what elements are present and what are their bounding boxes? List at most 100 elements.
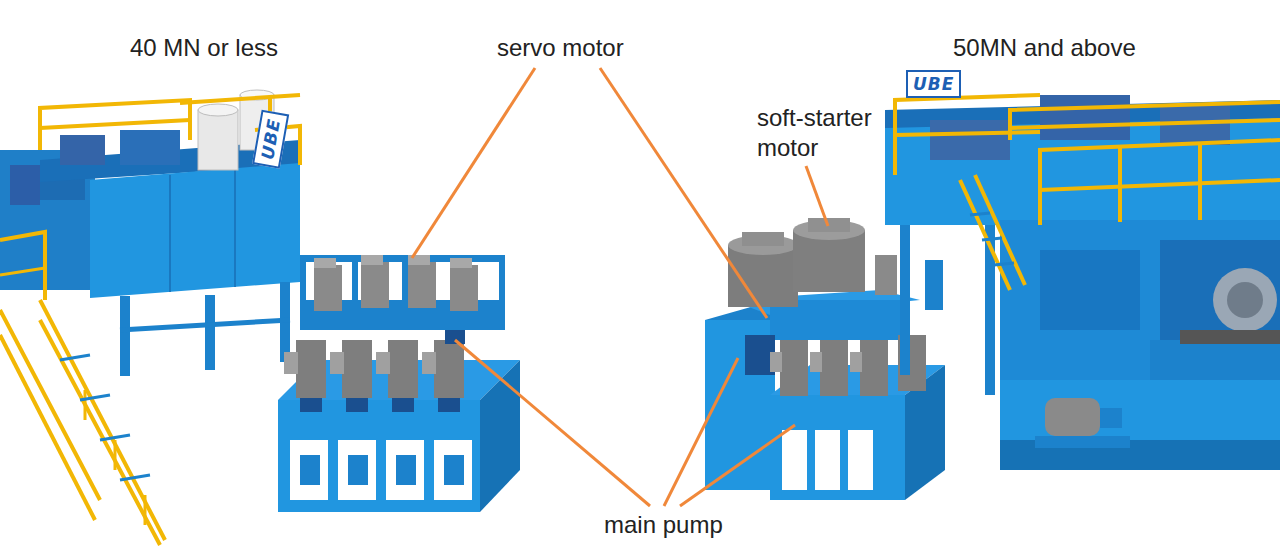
left-hydraulic-unit-part xyxy=(198,104,238,116)
left-railing-part xyxy=(0,310,100,500)
left-pump-skid-part-part xyxy=(450,265,478,311)
right-pump-unit-part-part xyxy=(860,340,888,396)
left-pump-skid-part xyxy=(290,440,472,500)
left-pump-skid-part-part xyxy=(444,455,464,485)
left-pump-skid-part xyxy=(499,262,505,330)
right-hydraulic-unit-part xyxy=(1040,250,1140,330)
right-pump-unit-part-part xyxy=(850,352,862,372)
right-hydraulic-unit-part xyxy=(1000,220,1280,380)
left-hydraulic-unit-part xyxy=(198,110,238,170)
left-pump-skid xyxy=(278,255,520,512)
left-pump-skid-part-part xyxy=(290,440,328,500)
right-hydraulic-unit-part xyxy=(930,120,1010,160)
left-stairs-part xyxy=(120,475,150,480)
left-pump-skid-part-part xyxy=(346,398,368,412)
left-pump-skid-part-part xyxy=(434,340,464,398)
left-pump-skid-part-part xyxy=(376,352,390,374)
logo-text: UBE xyxy=(906,70,961,98)
left-railing xyxy=(0,95,300,545)
right-railing-part xyxy=(1118,147,1122,222)
right-hydraulic-unit-part xyxy=(1160,240,1280,340)
left-stairs xyxy=(60,355,150,480)
left-hydraulic-unit-part xyxy=(205,295,215,370)
left-hydraulic-unit-part xyxy=(234,170,236,287)
right-pump-unit-part xyxy=(770,352,862,372)
left-pump-skid-part-part xyxy=(434,440,472,500)
left-pump-skid-part-part xyxy=(396,455,416,485)
left-hydraulic-unit-part xyxy=(60,135,105,165)
left-pump-skid-part-part xyxy=(392,398,414,412)
left-pump-skid-part xyxy=(296,340,464,398)
left-railing-part xyxy=(40,120,190,128)
heading-label: 50MN and above xyxy=(953,33,1136,63)
heading-label: 40 MN or less xyxy=(130,33,278,63)
right-pump-unit-part xyxy=(705,300,775,490)
right-stairs-part xyxy=(994,263,1014,265)
left-railing-part xyxy=(40,320,160,545)
left-railing-part xyxy=(180,95,300,103)
right-pump-unit-part-part xyxy=(770,352,782,372)
right-railing-part xyxy=(1010,102,1280,140)
left-pump-skid-part-part xyxy=(314,258,336,268)
leader-lines xyxy=(412,68,828,506)
left-pump-skid-part-part xyxy=(330,352,344,374)
left-railing-part xyxy=(0,232,45,300)
right-hydraulic-unit-part xyxy=(1045,398,1100,436)
left-pump-skid-part xyxy=(352,262,358,330)
right-pump-unit-part-part xyxy=(782,430,807,490)
left-pump-skid-part-part xyxy=(422,352,436,374)
right-hydraulic-unit-part xyxy=(1100,408,1122,428)
left-pump-skid-part xyxy=(300,262,306,330)
left-pump-skid-part-part xyxy=(342,340,372,398)
part-label: main pump xyxy=(604,510,723,540)
right-pump-unit-part-part xyxy=(815,430,840,490)
left-railing-part xyxy=(0,268,45,275)
right-pump-unit-part xyxy=(875,255,897,295)
left-hydraulic-unit-part xyxy=(10,165,40,205)
right-hydraulic-unit-part xyxy=(1040,95,1130,140)
left-pump-skid-part xyxy=(402,262,408,330)
left-railing-part xyxy=(114,440,117,470)
right-railing-part xyxy=(1040,180,1280,190)
left-pump-skid-part-part xyxy=(438,398,460,412)
left-pump-skid-part xyxy=(314,255,472,268)
left-pump-skid-part-part xyxy=(300,398,322,412)
left-pump-skid-part-part xyxy=(338,440,376,500)
left-pump-skid-part-part xyxy=(314,265,342,311)
right-pump-unit-part xyxy=(742,232,784,246)
left-hydraulic-unit-part xyxy=(90,163,300,298)
right-pump-unit-part xyxy=(925,260,943,310)
right-railing-part xyxy=(1198,144,1202,220)
left-pump-skid-part xyxy=(480,360,520,512)
left-pump-skid-part-part xyxy=(450,258,472,268)
right-pump-unit-part xyxy=(770,395,905,500)
right-railing-part xyxy=(1040,140,1280,225)
left-pump-skid-part-part xyxy=(386,440,424,500)
right-stairs-part xyxy=(970,213,990,215)
right-hydraulic-unit-part xyxy=(1035,436,1130,448)
leader-lines-part xyxy=(600,68,767,318)
left-hydraulic-unit-part xyxy=(169,175,171,292)
part-label: soft-starter motor xyxy=(757,103,897,163)
left-railing-part xyxy=(84,390,87,420)
left-pump-skid-part-part xyxy=(296,340,326,398)
leader-lines-part xyxy=(806,166,828,226)
right-hydraulic-unit-part xyxy=(1180,330,1280,344)
left-pump-skid-part-part xyxy=(361,262,389,308)
leader-lines-part xyxy=(412,68,535,258)
right-hydraulic-unit xyxy=(885,95,1280,470)
left-hydraulic-unit-part xyxy=(120,130,180,165)
right-railing xyxy=(895,95,1280,290)
left-pump-skid-part xyxy=(314,262,478,311)
right-hydraulic-unit-part xyxy=(900,225,910,375)
left-pump-skid-part xyxy=(300,398,460,412)
left-stairs-part xyxy=(80,395,110,400)
left-stairs-part xyxy=(60,355,90,360)
right-railing-part xyxy=(1010,120,1280,128)
left-pump-skid-part-part xyxy=(284,352,298,374)
logo-text: UBE xyxy=(252,109,289,168)
right-hydraulic-unit-part xyxy=(1213,268,1277,332)
right-pump-unit xyxy=(705,218,945,500)
right-railing-part xyxy=(895,132,1040,135)
